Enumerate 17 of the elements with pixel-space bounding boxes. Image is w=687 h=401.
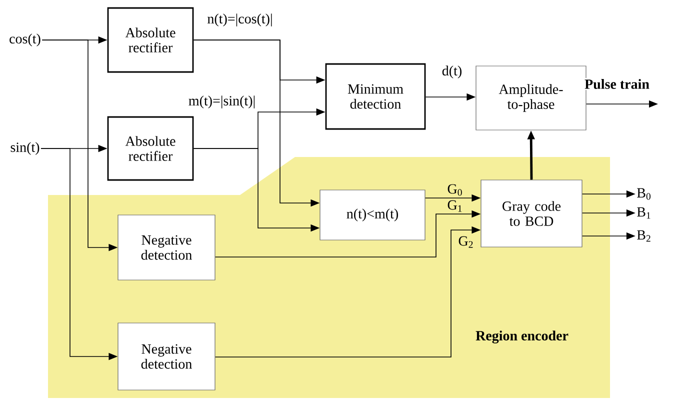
process-box: Minimum detection: [325, 63, 426, 130]
edge-label: n(t)=|cos(t)|: [206, 12, 274, 28]
process-box: Negative detection: [118, 214, 216, 280]
edge-label: d(t): [440, 64, 464, 80]
edge-label: G$_{0}$: [446, 183, 464, 197]
signal-label: sin(t): [10, 142, 40, 155]
signal-label: cos(t): [10, 34, 40, 46]
signal-label: B$_{0}$: [637, 188, 651, 200]
process-box: Negative detection: [118, 322, 216, 390]
process-box: Absolute rectifier: [107, 116, 194, 181]
signal-label: B$_{2}$: [637, 230, 650, 242]
process-box: Gray code to BCD: [480, 180, 582, 248]
process-box: n(t)<m(t): [320, 190, 426, 240]
process-box: Absolute rectifier: [107, 7, 194, 73]
edge-label: m(t)=|sin(t)|: [187, 94, 257, 110]
signal-label: B$_{1}$: [637, 207, 650, 219]
edge-label: Pulse train: [584, 78, 650, 90]
